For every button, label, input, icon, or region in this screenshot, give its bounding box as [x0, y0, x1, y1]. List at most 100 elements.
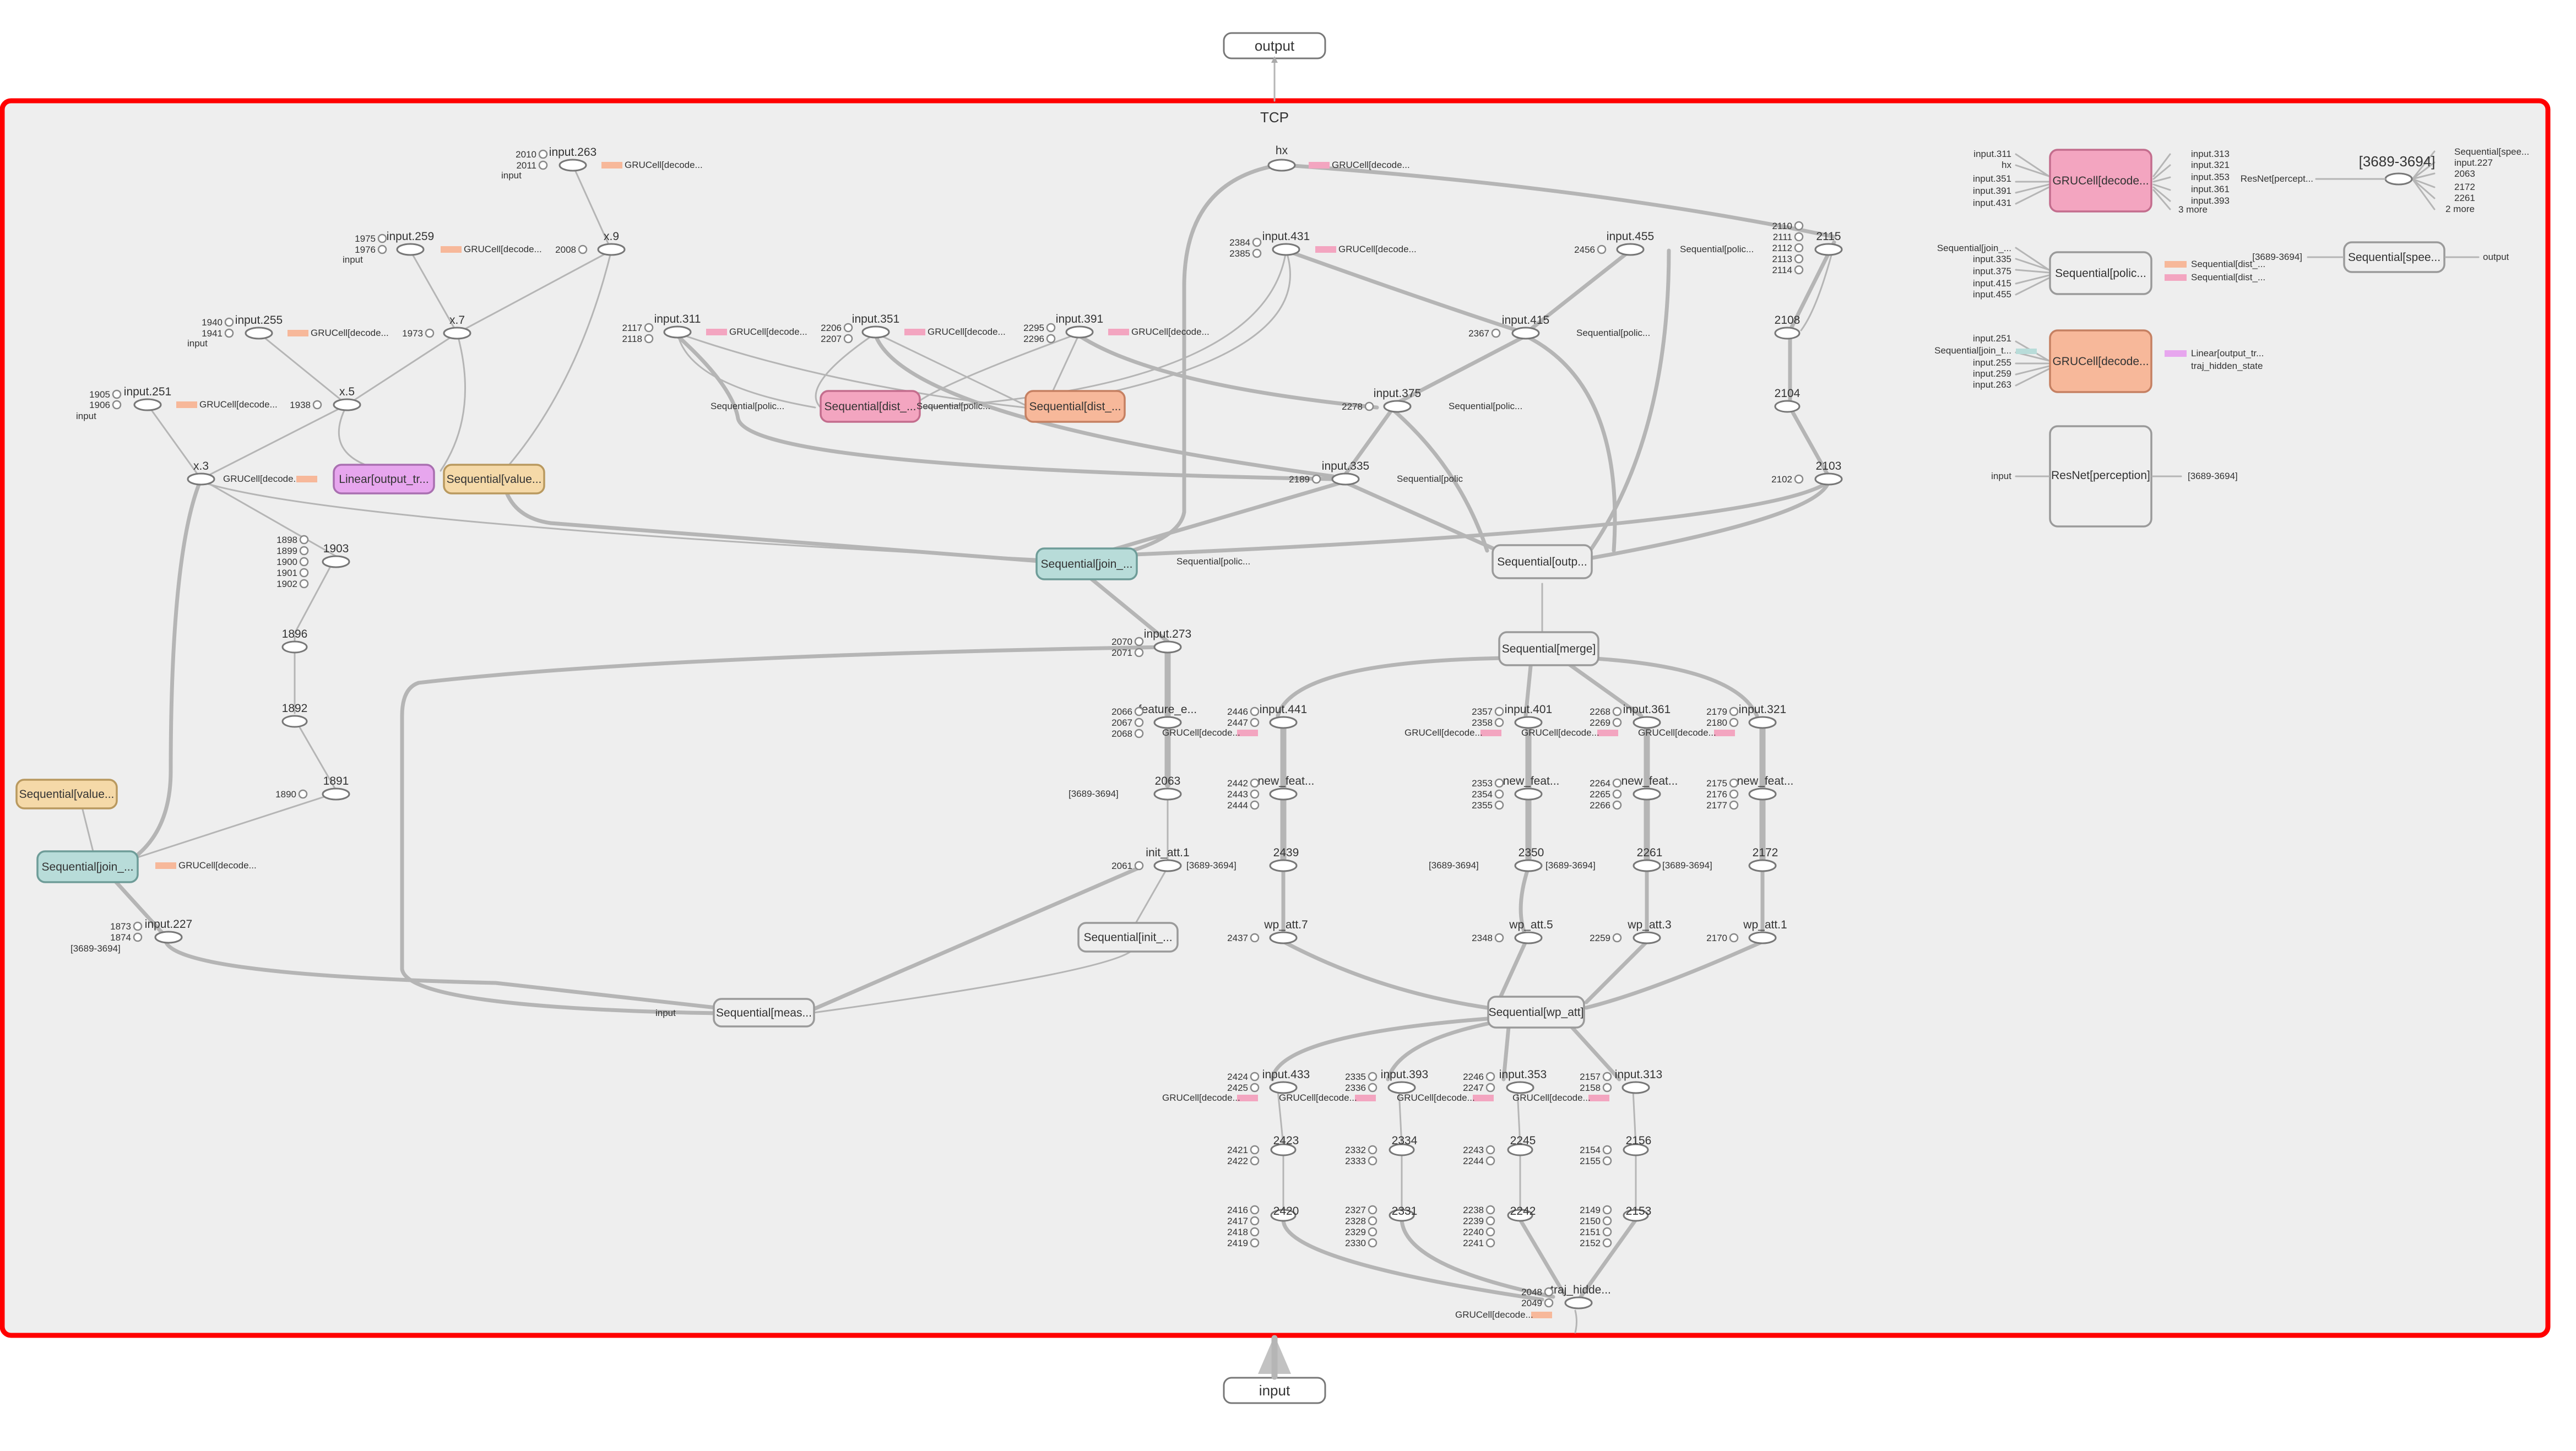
op-node[interactable]: [1621, 1081, 1650, 1094]
small-input-node[interactable]: [1494, 800, 1504, 810]
small-input-node[interactable]: [1250, 1227, 1260, 1237]
small-input-node[interactable]: [1612, 778, 1622, 788]
op-node[interactable]: [861, 325, 890, 339]
small-input-node[interactable]: [1491, 328, 1501, 338]
op-node[interactable]: [245, 327, 273, 340]
op-node[interactable]: [1387, 1081, 1416, 1094]
small-input-node[interactable]: [1485, 1156, 1495, 1166]
small-input-node[interactable]: [1368, 1072, 1378, 1082]
small-input-node[interactable]: [1250, 1238, 1260, 1248]
op-node[interactable]: [1514, 787, 1543, 801]
module-wp-att[interactable]: [1487, 996, 1585, 1029]
module-linear-output[interactable]: [333, 464, 435, 494]
small-input-node[interactable]: [1544, 1298, 1554, 1308]
module-value-top[interactable]: [443, 464, 545, 494]
module-gru-salmon-expanded[interactable]: [2049, 329, 2152, 393]
small-input-node[interactable]: [299, 557, 309, 567]
op-node[interactable]: [443, 327, 471, 340]
small-input-node[interactable]: [843, 334, 853, 344]
module-resnet[interactable]: [2049, 425, 2152, 528]
op-node[interactable]: [1514, 931, 1543, 944]
op-node[interactable]: [663, 325, 692, 339]
small-input-node[interactable]: [1046, 323, 1056, 333]
small-input-node[interactable]: [1612, 707, 1622, 716]
small-input-node[interactable]: [377, 244, 387, 254]
op-node[interactable]: [281, 640, 308, 654]
small-input-node[interactable]: [224, 317, 234, 327]
small-input-node[interactable]: [843, 323, 853, 333]
small-input-node[interactable]: [1485, 1205, 1495, 1215]
small-input-node[interactable]: [1252, 237, 1262, 247]
op-node[interactable]: [1633, 787, 1661, 801]
module-spee[interactable]: [2343, 241, 2445, 273]
small-input-node[interactable]: [133, 932, 143, 942]
op-node[interactable]: [1507, 1209, 1533, 1222]
small-input-node[interactable]: [1368, 1216, 1378, 1226]
op-node[interactable]: [1623, 1143, 1649, 1156]
small-input-node[interactable]: [377, 233, 387, 243]
op-node[interactable]: [1814, 243, 1843, 256]
module-polic-expanded[interactable]: [2049, 251, 2152, 295]
small-input-node[interactable]: [578, 244, 588, 254]
small-input-node[interactable]: [1602, 1083, 1612, 1093]
module-merge[interactable]: [1498, 631, 1599, 666]
small-input-node[interactable]: [1250, 1145, 1260, 1155]
small-input-node[interactable]: [1250, 1156, 1260, 1166]
op-node[interactable]: [1270, 1209, 1297, 1222]
small-input-node[interactable]: [644, 323, 654, 333]
small-input-node[interactable]: [1250, 1083, 1260, 1093]
small-input-node[interactable]: [1612, 933, 1622, 943]
op-node[interactable]: [1774, 327, 1801, 340]
small-input-node[interactable]: [1794, 243, 1804, 253]
op-node[interactable]: [396, 243, 425, 256]
small-input-node[interactable]: [299, 535, 309, 545]
op-node[interactable]: [1153, 859, 1182, 872]
small-input-node[interactable]: [1368, 1205, 1378, 1215]
module-value-left[interactable]: [15, 779, 118, 809]
small-input-node[interactable]: [1250, 1216, 1260, 1226]
small-input-node[interactable]: [1729, 718, 1739, 727]
op-node[interactable]: [1331, 472, 1360, 486]
small-input-node[interactable]: [1368, 1145, 1378, 1155]
small-input-node[interactable]: [1250, 718, 1260, 727]
small-input-node[interactable]: [1311, 474, 1321, 484]
small-input-node[interactable]: [1494, 933, 1504, 943]
op-node[interactable]: [1269, 1081, 1298, 1094]
op-node[interactable]: [1774, 400, 1801, 413]
small-input-node[interactable]: [1729, 933, 1739, 943]
small-input-node[interactable]: [1794, 254, 1804, 264]
small-input-node[interactable]: [1602, 1205, 1612, 1215]
module-meas[interactable]: [713, 998, 815, 1028]
op-node[interactable]: [597, 243, 626, 256]
op-node[interactable]: [1269, 716, 1298, 729]
op-node[interactable]: [1748, 716, 1777, 729]
op-node[interactable]: [333, 398, 361, 411]
small-input-node[interactable]: [1794, 265, 1804, 275]
small-input-node[interactable]: [538, 149, 548, 159]
small-input-node[interactable]: [1250, 1072, 1260, 1082]
small-input-node[interactable]: [299, 579, 309, 589]
op-node[interactable]: [1153, 716, 1182, 729]
op-node[interactable]: [322, 787, 350, 801]
small-input-node[interactable]: [112, 400, 122, 410]
small-input-node[interactable]: [1368, 1156, 1378, 1166]
small-input-node[interactable]: [1485, 1238, 1495, 1248]
op-node[interactable]: [1748, 931, 1777, 944]
small-input-node[interactable]: [1794, 232, 1804, 242]
small-input-node[interactable]: [1729, 800, 1739, 810]
op-node[interactable]: [1623, 1209, 1649, 1222]
small-input-node[interactable]: [1134, 861, 1144, 871]
op-node[interactable]: [1514, 859, 1543, 872]
op-node[interactable]: [281, 715, 308, 728]
small-input-node[interactable]: [1494, 789, 1504, 799]
small-input-node[interactable]: [644, 334, 654, 344]
small-input-node[interactable]: [133, 921, 143, 931]
small-input-node[interactable]: [1250, 933, 1260, 943]
op-node[interactable]: [1633, 931, 1661, 944]
op-node[interactable]: [1633, 716, 1661, 729]
op-node[interactable]: [1506, 1081, 1534, 1094]
small-input-node[interactable]: [538, 160, 548, 170]
small-input-node[interactable]: [1602, 1145, 1612, 1155]
small-input-node[interactable]: [1485, 1216, 1495, 1226]
small-input-node[interactable]: [1597, 244, 1607, 254]
